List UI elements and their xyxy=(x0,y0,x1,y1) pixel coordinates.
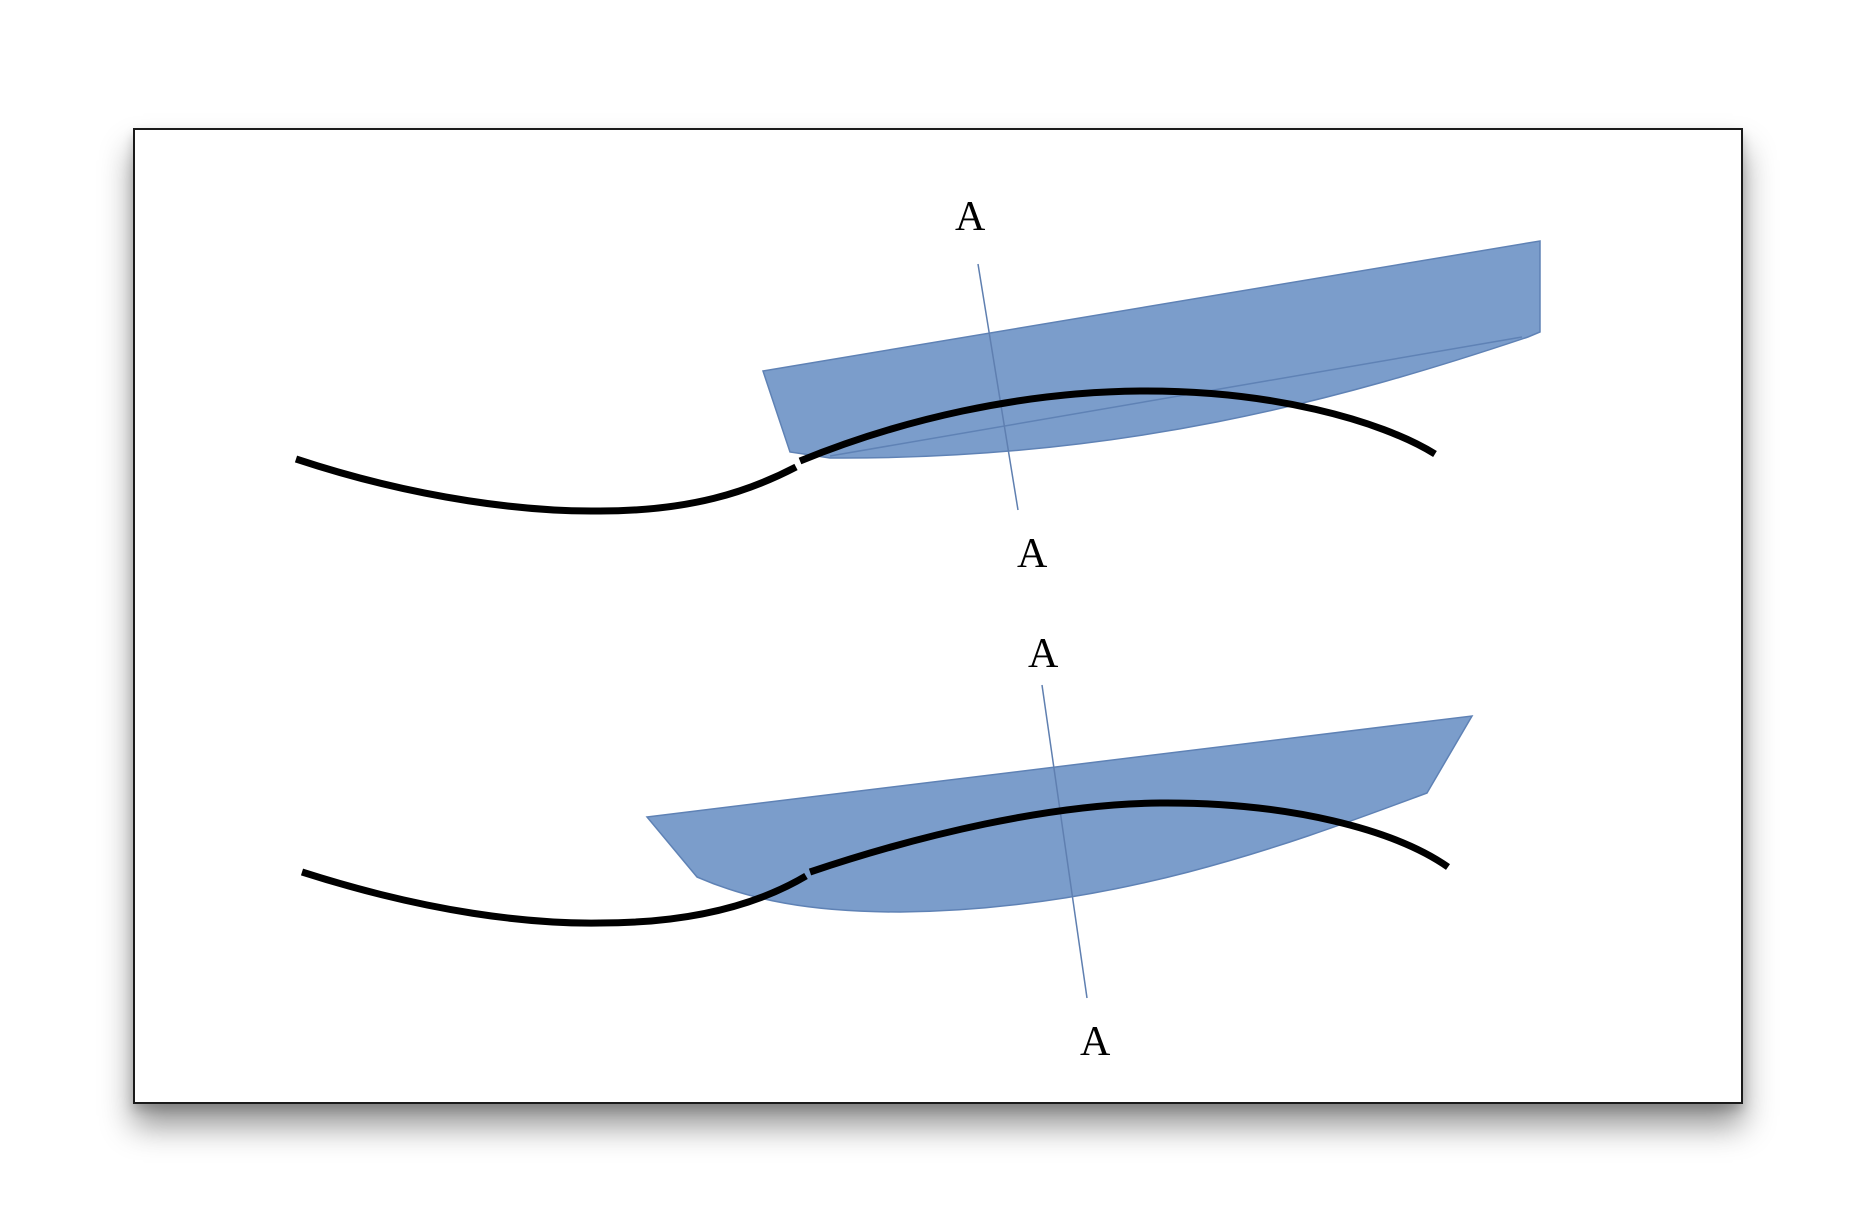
top-section-label-lower: A xyxy=(1017,531,1048,577)
top-surface-curve-right xyxy=(798,387,1437,465)
top-view: A A xyxy=(294,194,1541,577)
top-blade-shape xyxy=(762,240,1541,459)
top-section-label-upper: A xyxy=(955,194,986,240)
bottom-surface-curve-right xyxy=(808,799,1451,876)
top-blade-inner-edge xyxy=(829,336,1523,457)
bottom-view: A A xyxy=(300,631,1474,1065)
bottom-section-line xyxy=(1041,684,1088,999)
bottom-section-label-upper: A xyxy=(1028,631,1059,677)
top-section-line xyxy=(977,263,1019,511)
top-surface-curve-left xyxy=(294,455,798,515)
bottom-surface-curve-left xyxy=(300,868,808,927)
bottom-section-label-lower: A xyxy=(1080,1019,1111,1065)
